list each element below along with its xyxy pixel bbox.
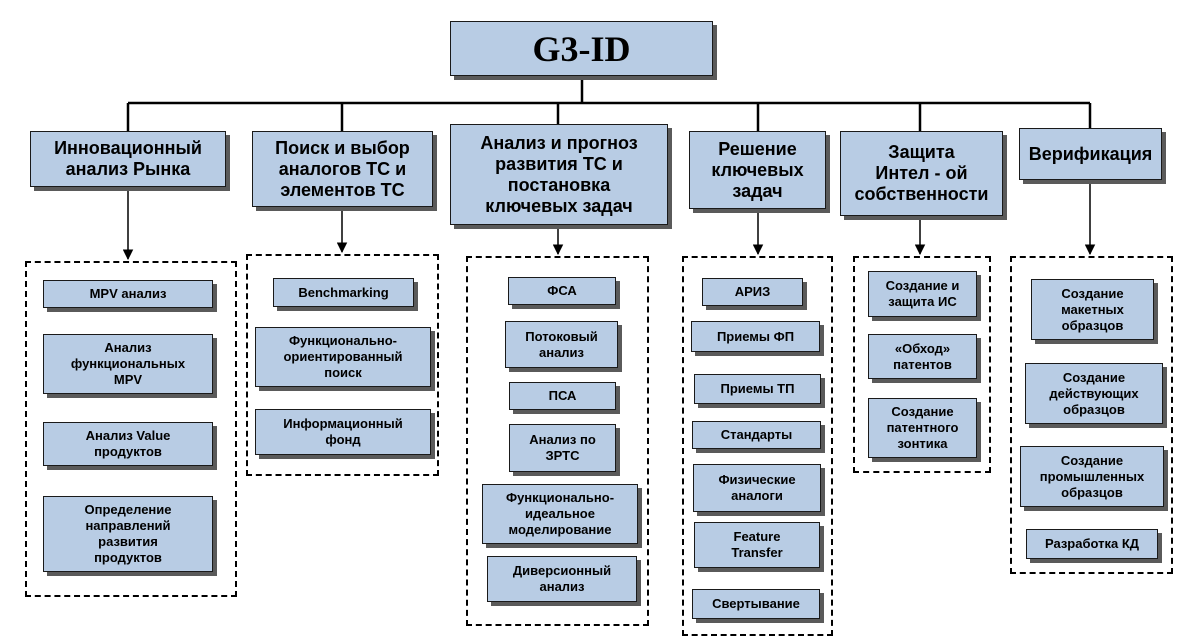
item-product-directions: Определение направлений развития продукт… (43, 496, 213, 572)
item-benchmarking: Benchmarking (273, 278, 414, 307)
item-mpv-analysis: MPV анализ (43, 280, 213, 308)
item-mockup-samples: Создание макетных образцов (1031, 279, 1154, 340)
root-node: G3-ID (450, 21, 713, 76)
item-functional-mpv: Анализ функциональных MPV (43, 334, 213, 394)
item-ip-creation: Создание и защита ИС (868, 271, 977, 317)
item-fp-methods: Приемы ФП (691, 321, 820, 352)
item-tp-methods: Приемы ТП (694, 374, 821, 404)
item-ariz: АРИЗ (702, 278, 803, 306)
item-psa: ПСА (509, 382, 616, 410)
item-diversion-analysis: Диверсионный анализ (487, 556, 637, 602)
item-info-fund: Информационный фонд (255, 409, 431, 455)
item-working-samples: Создание действующих образцов (1025, 363, 1163, 424)
category-ip-protection: Защита Интел - ой собственности (840, 131, 1003, 216)
item-physical-analogs: Физические аналоги (693, 464, 821, 512)
group-analysis-forecast (466, 256, 649, 626)
item-design-docs: Разработка КД (1026, 529, 1158, 559)
category-analog-search: Поиск и выбор аналогов ТС и элементов ТС (252, 131, 433, 207)
item-feature-transfer: Feature Transfer (694, 522, 820, 568)
category-market-analysis: Инновационный анализ Рынка (30, 131, 226, 187)
group-verification (1010, 256, 1173, 574)
group-market-analysis (25, 261, 237, 597)
item-fsa: ФСА (508, 277, 616, 305)
item-flow-analysis: Потоковый анализ (505, 321, 618, 368)
item-trimming: Свертывание (692, 589, 820, 619)
item-patent-umbrella: Создание патентного зонтика (868, 398, 977, 458)
group-key-tasks (682, 256, 833, 636)
item-patent-bypass: «Обход» патентов (868, 334, 977, 379)
item-industrial-samples: Создание промышленных образцов (1020, 446, 1164, 507)
item-ideal-modeling: Функционально- идеальное моделирование (482, 484, 638, 544)
item-function-search: Функционально- ориентированный поиск (255, 327, 431, 387)
category-key-tasks: Решение ключевых задач (689, 131, 826, 209)
group-ip-protection (853, 256, 991, 473)
category-verification: Верификация (1019, 128, 1162, 180)
item-standards: Стандарты (692, 421, 821, 449)
category-analysis-forecast: Анализ и прогноз развития ТС и постановк… (450, 124, 668, 225)
item-zrts-analysis: Анализ по ЗРТС (509, 424, 616, 472)
group-analog-search (246, 254, 439, 476)
item-value-analysis: Анализ Value продуктов (43, 422, 213, 466)
